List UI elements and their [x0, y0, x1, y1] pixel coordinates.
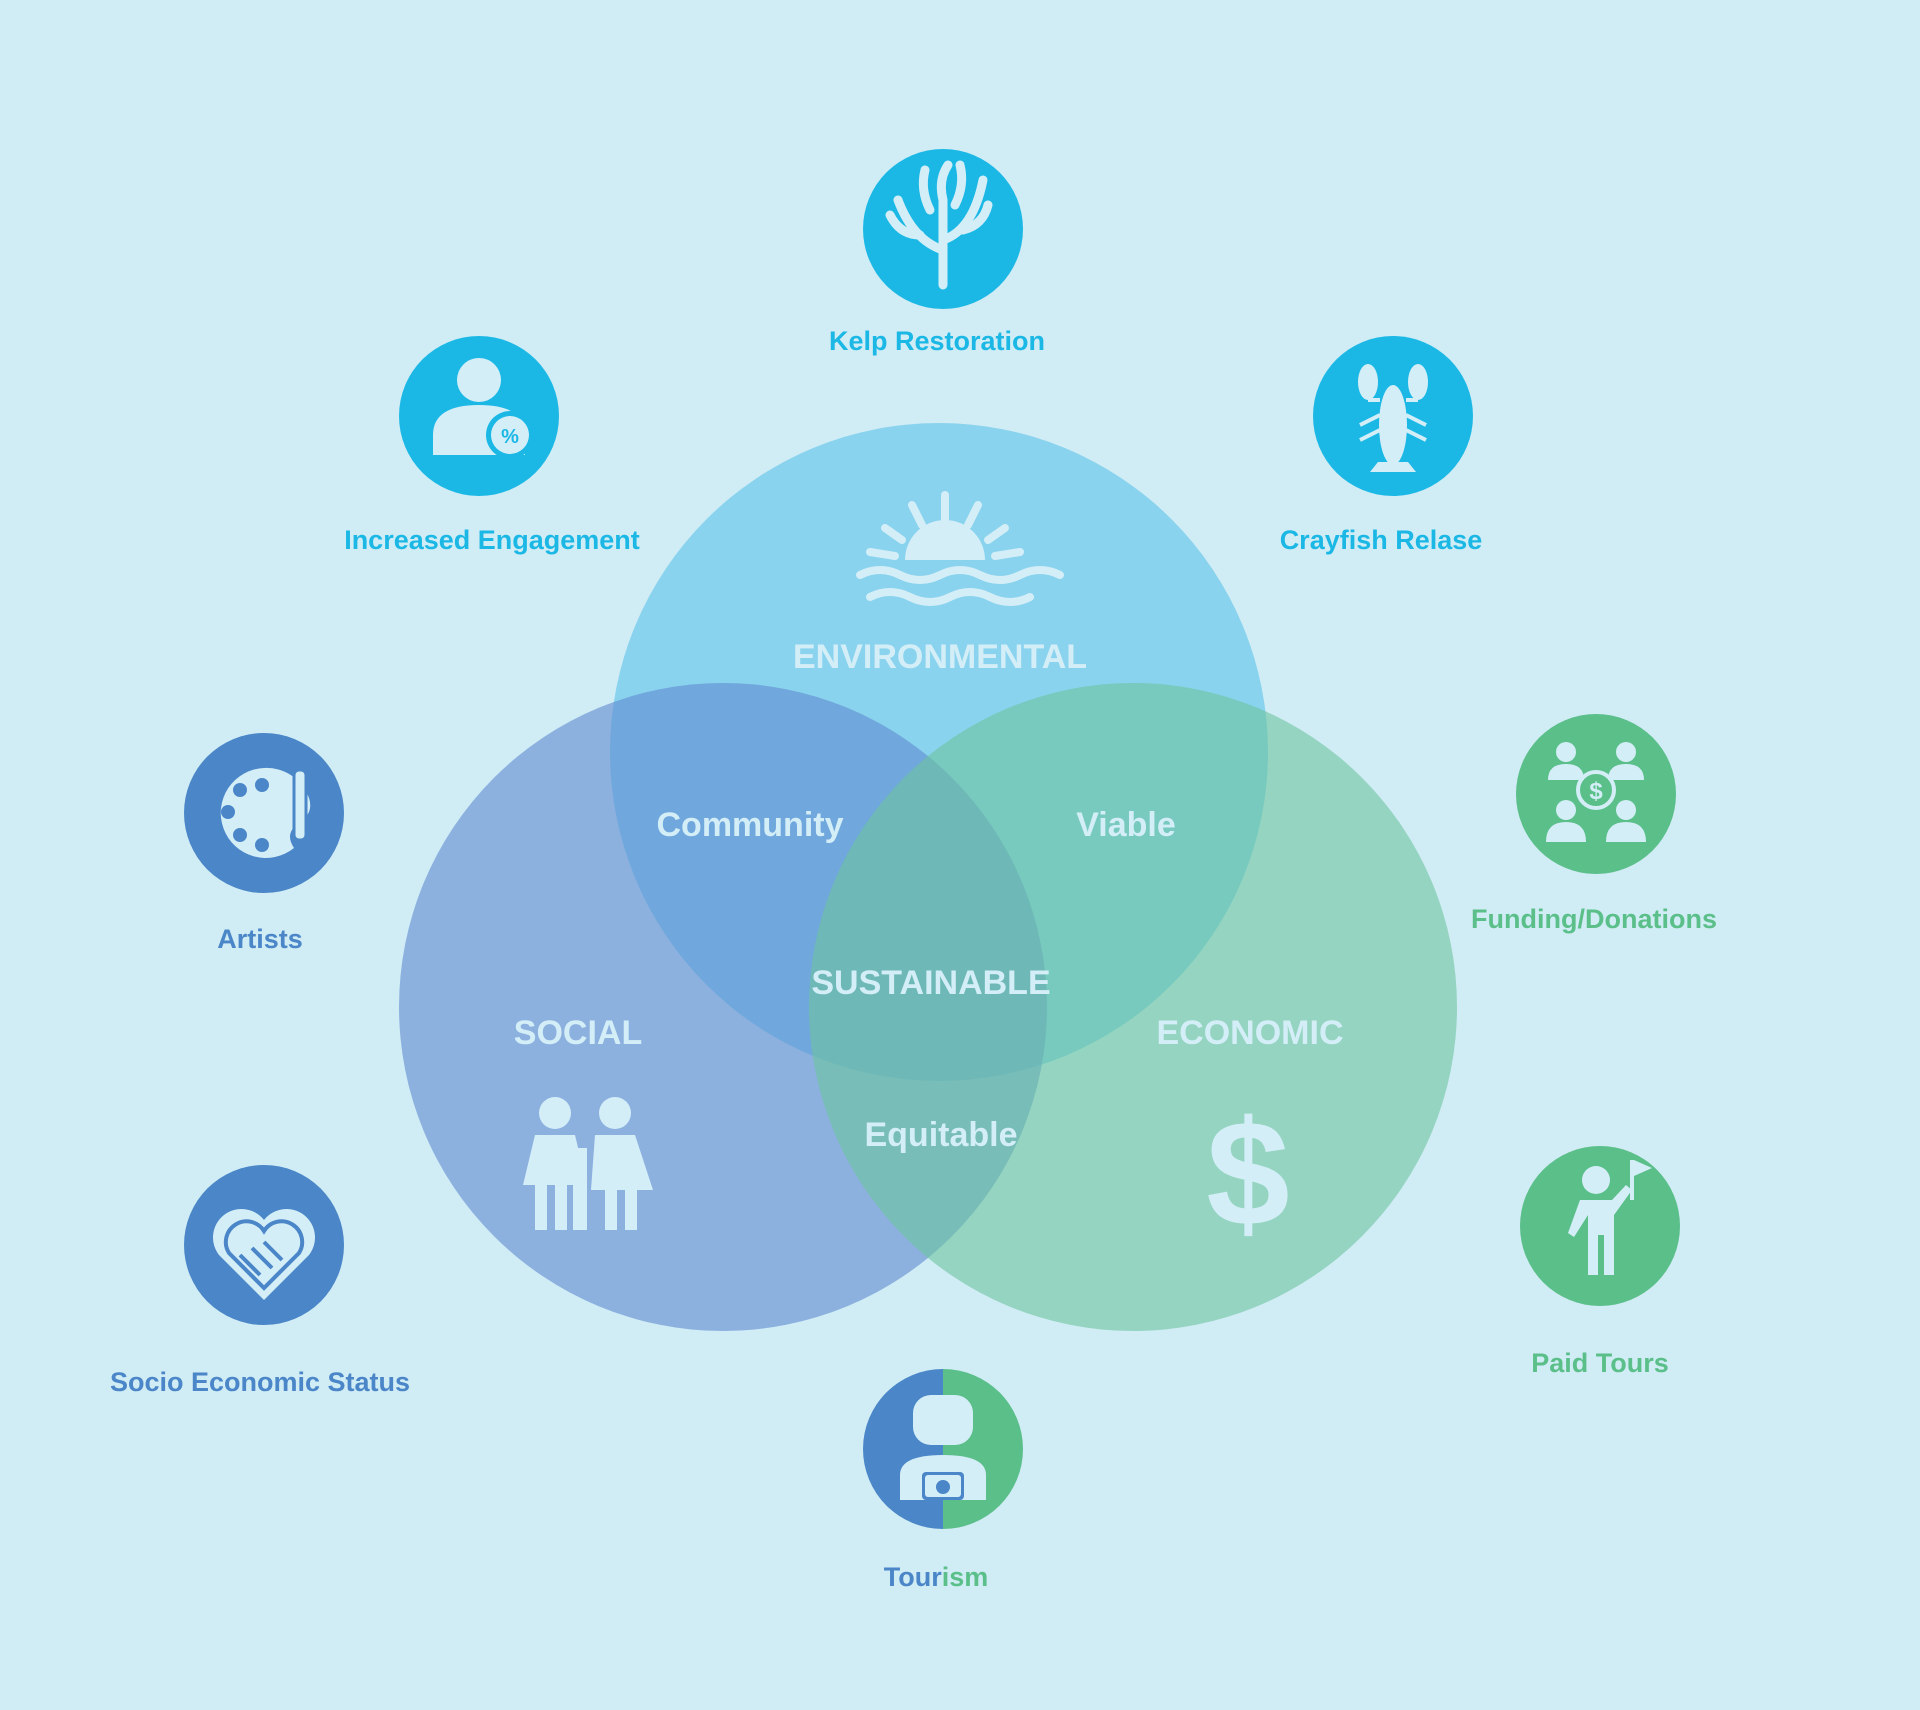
tourist-camera-icon — [900, 1395, 986, 1500]
socio-economic-status-item: Socio Economic Status — [110, 1165, 410, 1397]
svg-text:$: $ — [1589, 778, 1603, 805]
crayfish-icon — [1358, 364, 1428, 472]
dollar-icon: $ — [1206, 1089, 1289, 1257]
person-flag-icon — [1568, 1160, 1652, 1275]
person-percent-icon: % — [433, 358, 534, 459]
crayfish-release-item: Crayfish Relase — [1280, 336, 1483, 555]
tourism-label-part2: ism — [942, 1562, 989, 1592]
sustainable-label: SUSTAINABLE — [811, 964, 1050, 1002]
kelp-icon — [885, 160, 993, 290]
kelp-restoration-item: Kelp Restoration — [829, 149, 1045, 356]
svg-text:%: % — [501, 426, 519, 448]
social-label: SOCIAL — [514, 1014, 642, 1052]
viable-label: Viable — [1076, 806, 1176, 844]
tourism-item: Tourism — [863, 1369, 1023, 1592]
environmental-label: ENVIRONMENTAL — [793, 638, 1087, 676]
tourism-label: Tourism — [884, 1562, 989, 1592]
increased-engagement-label: Increased Engagement — [344, 525, 640, 555]
sun-over-water-icon — [856, 491, 1064, 606]
tourism-label-part1: Tour — [884, 1562, 942, 1592]
artists-label: Artists — [217, 924, 303, 954]
group-dollar-icon: $ — [1546, 742, 1646, 842]
artists-item: Artists — [184, 733, 344, 954]
increased-engagement-item: % Increased Engagement — [344, 336, 640, 555]
funding-donations-label: Funding/Donations — [1471, 904, 1717, 934]
socio-economic-status-label: Socio Economic Status — [110, 1367, 410, 1397]
funding-donations-item: $ Funding/Donations — [1471, 714, 1717, 934]
economic-label: ECONOMIC — [1157, 1014, 1344, 1052]
crayfish-release-label: Crayfish Relase — [1280, 525, 1483, 555]
paid-tours-label: Paid Tours — [1531, 1348, 1669, 1378]
equitable-label: Equitable — [864, 1116, 1017, 1154]
heart-handshake-icon — [212, 1208, 316, 1300]
people-icon — [523, 1097, 653, 1230]
palette-icon — [220, 767, 311, 858]
kelp-restoration-label: Kelp Restoration — [829, 326, 1045, 356]
economic-circle — [809, 683, 1457, 1331]
community-label: Community — [657, 806, 844, 844]
paid-tours-item: Paid Tours — [1520, 1146, 1680, 1378]
